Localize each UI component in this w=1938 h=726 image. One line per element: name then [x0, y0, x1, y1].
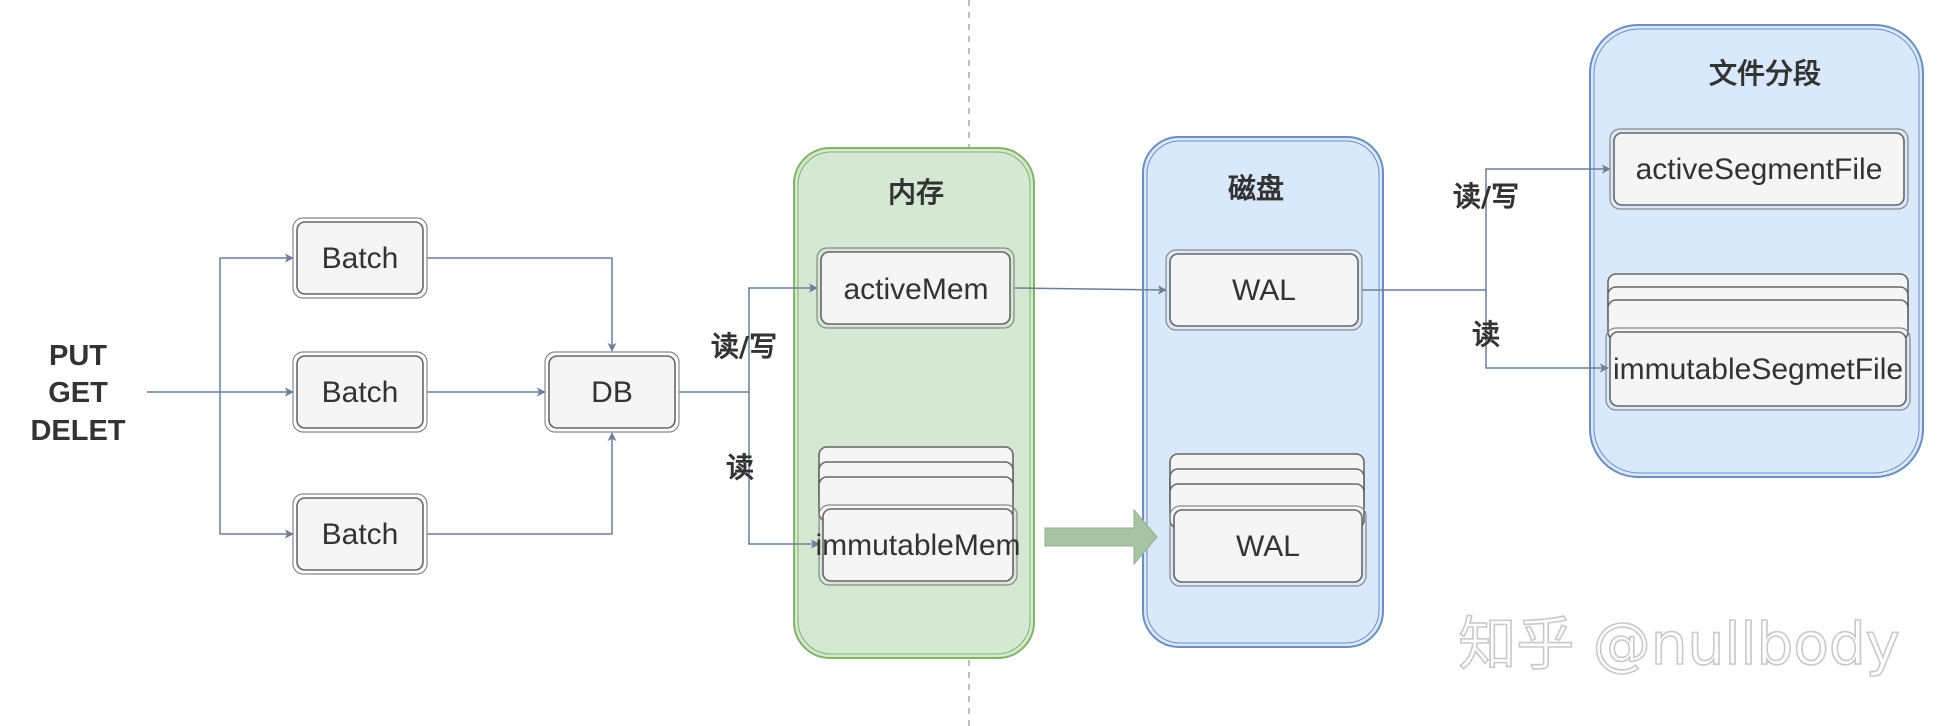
operation-put: PUT: [49, 340, 107, 372]
disk-title: 磁盘: [1228, 172, 1284, 205]
segments-title: 文件分段: [1709, 57, 1821, 90]
label-db-read: 读: [726, 451, 754, 484]
edge-wal-to-active-segment: [1362, 164, 1611, 291]
batch-label: Batch: [322, 518, 399, 551]
edge-ops-to-batch-3: [219, 392, 294, 539]
watermark: 知乎 @nullbody: [1458, 610, 1900, 678]
edge-wal-to-immutable-segment: [1485, 290, 1609, 373]
edge-activemem-to-wal: [1013, 285, 1167, 295]
label-db-read-write: 读/写: [711, 330, 777, 363]
memory-title: 内存: [888, 176, 944, 209]
immutable-mem-label: immutableMem: [815, 529, 1020, 562]
edge-ops-to-batch-1: [219, 253, 294, 392]
immutable-segment-label: immutableSegmetFile: [1613, 353, 1903, 386]
active-mem-label: activeMem: [843, 273, 988, 306]
immutable-mem-stack: immutableMem: [815, 446, 1021, 586]
label-wal-read: 读: [1472, 318, 1500, 351]
flush-arrow: [1044, 508, 1158, 566]
edge-batch-1-to-db: [427, 257, 617, 352]
immutable-segment-stack: immutableSegmetFile: [1605, 273, 1911, 411]
wal-immutable-stack: WAL: [1169, 453, 1367, 587]
db-box: DB: [544, 351, 680, 433]
edge-db-to-immutablemem: [748, 392, 820, 549]
db-label: DB: [591, 376, 633, 409]
batch-label: Batch: [322, 376, 399, 409]
batch-label: Batch: [322, 242, 399, 275]
operation-delet: DELET: [30, 415, 125, 447]
active-segment-box: activeSegmentFile: [1609, 128, 1909, 210]
operations-label: PUT GET DELET: [30, 340, 125, 447]
batch-box-3: Batch: [292, 493, 428, 575]
edge-batch-3-to-db: [427, 432, 617, 535]
operation-get: GET: [48, 377, 108, 409]
wal-immutable-label: WAL: [1236, 530, 1300, 563]
label-wal-read-write: 读/写: [1453, 180, 1519, 213]
batch-box-1: Batch: [292, 217, 428, 299]
batch-box-2: Batch: [292, 351, 428, 433]
wal-active-label: WAL: [1232, 274, 1296, 307]
wal-active-box: WAL: [1165, 249, 1363, 331]
active-segment-label: activeSegmentFile: [1636, 153, 1883, 186]
segments-group: 文件分段: [1589, 24, 1924, 478]
active-mem-box: activeMem: [816, 247, 1015, 329]
edge-db-to-activemem: [679, 283, 818, 393]
